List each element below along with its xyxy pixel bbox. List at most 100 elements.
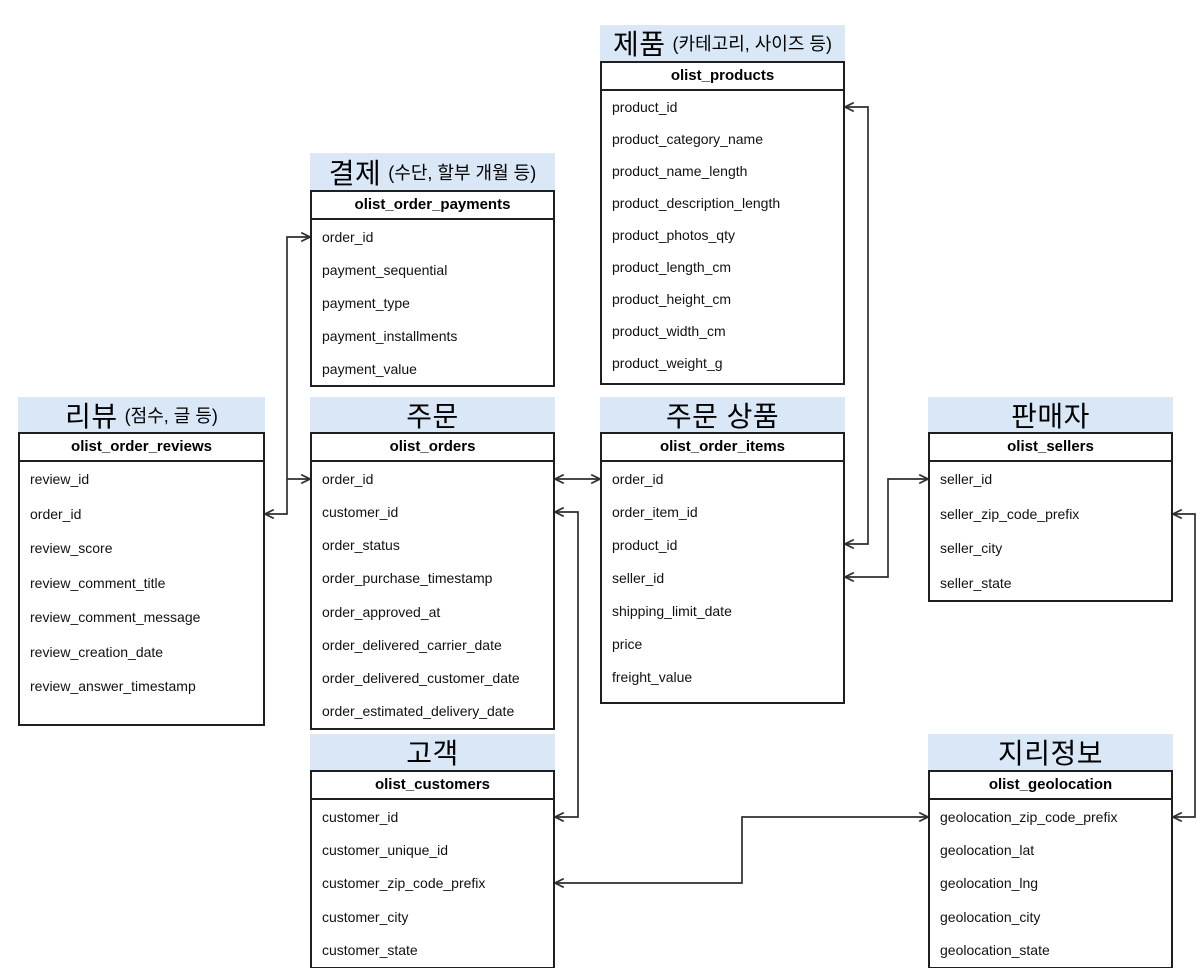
table-olist-order-payments: olist_order_payments order_id payment_seq… (310, 190, 555, 387)
entity-title: 주문 상품 (665, 400, 780, 432)
entity-title-band: 제품 (카테고리, 사이즈 등) (600, 25, 845, 61)
entity-title-note: (카테고리, 사이즈 등) (672, 34, 832, 54)
field-price: price (612, 635, 643, 652)
table-name: olist_order_payments (312, 192, 553, 220)
entity-title-band: 고객 (310, 734, 555, 770)
field-product-category-name: product_category_name (612, 131, 763, 147)
field-geolocation-state: geolocation_state (940, 942, 1050, 959)
field-geolocation-lat: geolocation_lat (940, 842, 1035, 859)
field-list: review_id order_id review_score review_comm… (20, 462, 263, 724)
field-geolocation-zip-code-prefix: geolocation_zip_code_prefix (940, 808, 1118, 825)
entity-title-band: 결제 (수단, 할부 개월 등) (310, 153, 555, 190)
connector-orders-customers-customer-id (555, 512, 579, 817)
field-list: product_id product_category_name product_n… (602, 91, 843, 383)
table-name: olist_products (602, 63, 843, 91)
table-olist-geolocation: olist_geolocation geolocation_zip_code_p… (928, 770, 1173, 968)
field-geolocation-city: geolocation_city (940, 908, 1041, 925)
entity-title-band: 주문 상품 (600, 397, 845, 432)
connector-customers-geolocation-zip (555, 817, 928, 883)
field-order-delivered-carrier-date: order_delivered_carrier_date (322, 636, 502, 653)
field-seller-id: seller_id (612, 569, 665, 586)
table-olist-sellers: olist_sellers seller_id seller_zip_code_p… (928, 432, 1173, 602)
entity-payments: 결제 (수단, 할부 개월 등) olist_order_payments or… (310, 153, 555, 387)
entity-title: 결제 (328, 157, 382, 189)
field-customer-state: customer_state (322, 942, 418, 959)
table-name: olist_customers (312, 772, 553, 800)
field-list: seller_id seller_zip_code_prefix seller_ci… (930, 462, 1171, 600)
field-review-comment-message: review_comment_message (30, 609, 201, 626)
field-order-id: order_id (322, 228, 374, 245)
table-name: olist_sellers (930, 434, 1171, 462)
entity-title: 제품 (612, 29, 666, 60)
field-product-height-cm: product_height_cm (612, 291, 732, 307)
field-seller-city: seller_city (940, 540, 1003, 557)
field-order-id: order_id (322, 470, 374, 487)
field-product-id: product_id (612, 536, 678, 553)
field-review-id: review_id (30, 471, 90, 488)
entity-title-band: 판매자 (928, 397, 1173, 432)
field-product-photos-qty: product_photos_qty (612, 227, 735, 243)
connector-sellers-geolocation-zip (1173, 514, 1196, 817)
field-seller-zip-code-prefix: seller_zip_code_prefix (940, 505, 1080, 522)
field-order-estimated-delivery-date: order_estimated_delivery_date (322, 703, 515, 720)
entity-geolocation: 지리정보 olist_geolocation geolocation_zip_c… (928, 734, 1173, 968)
field-order-approved-at: order_approved_at (322, 603, 441, 620)
field-product-width-cm: product_width_cm (612, 323, 726, 339)
field-list: order_id order_item_id product_id seller_id… (602, 462, 843, 702)
table-name: olist_order_reviews (20, 434, 263, 462)
field-geolocation-lng: geolocation_lng (940, 875, 1039, 892)
table-olist-orders: olist_orders order_id customer_id order_st… (310, 432, 555, 730)
field-order-id: order_id (30, 505, 82, 522)
connector-orderitems-sellers-seller-id (845, 479, 928, 577)
entity-customers: 고객 olist_customers customer_id customer_u… (310, 734, 555, 968)
connector-orders-reviews-order-id (265, 479, 288, 514)
field-customer-unique-id: customer_unique_id (322, 842, 449, 859)
field-freight-value: freight_value (612, 668, 693, 685)
field-order-item-id: order_item_id (612, 503, 698, 520)
field-seller-state: seller_state (940, 574, 1012, 591)
field-order-delivered-customer-date: order_delivered_customer_date (322, 670, 520, 687)
entity-title-band: 리뷰 (점수, 글 등) (18, 397, 265, 432)
field-seller-id: seller_id (940, 471, 993, 488)
table-name: olist_orders (312, 434, 553, 462)
entity-order-items: 주문 상품 olist_order_items order_id order_it… (600, 397, 845, 704)
field-review-answer-timestamp: review_answer_timestamp (30, 678, 196, 695)
entity-products: 제품 (카테고리, 사이즈 등) olist_products product_… (600, 25, 845, 385)
field-customer-city: customer_city (322, 908, 409, 925)
entity-reviews: 리뷰 (점수, 글 등) olist_order_reviews review_… (18, 397, 265, 726)
connector-orders-payments-order-id (286, 237, 310, 479)
entity-title: 판매자 (1011, 400, 1090, 432)
table-name: olist_order_items (602, 434, 843, 462)
entity-title: 리뷰 (65, 400, 118, 432)
field-customer-zip-code-prefix: customer_zip_code_prefix (322, 875, 486, 892)
field-order-id: order_id (612, 470, 664, 487)
field-payment-sequential: payment_sequential (322, 261, 448, 278)
entity-title-note: (수단, 할부 개월 등) (388, 162, 537, 183)
field-list: geolocation_zip_code_prefix geolocation_l… (930, 800, 1171, 967)
field-customer-id: customer_id (322, 808, 399, 825)
entity-title-band: 지리정보 (928, 734, 1173, 770)
entity-title-band: 주문 (310, 397, 555, 432)
field-order-status: order_status (322, 537, 400, 554)
field-review-score: review_score (30, 540, 113, 557)
field-review-creation-date: review_creation_date (30, 643, 164, 660)
entity-title: 고객 (406, 738, 459, 769)
table-name: olist_geolocation (930, 772, 1171, 800)
field-product-name-length: product_name_length (612, 163, 748, 179)
field-shipping-limit-date: shipping_limit_date (612, 602, 732, 619)
table-olist-customers: olist_customers customer_id customer_uniq… (310, 770, 555, 968)
connector-products-orderitems-product-id (845, 107, 869, 544)
entity-title: 지리정보 (997, 738, 1104, 769)
entity-title: 주문 (406, 400, 459, 432)
field-product-length-cm: product_length_cm (612, 259, 732, 275)
field-product-id: product_id (612, 99, 678, 115)
field-list: customer_id customer_unique_id customer_zi… (312, 800, 553, 967)
field-payment-type: payment_type (322, 294, 410, 311)
field-customer-id: customer_id (322, 503, 399, 520)
